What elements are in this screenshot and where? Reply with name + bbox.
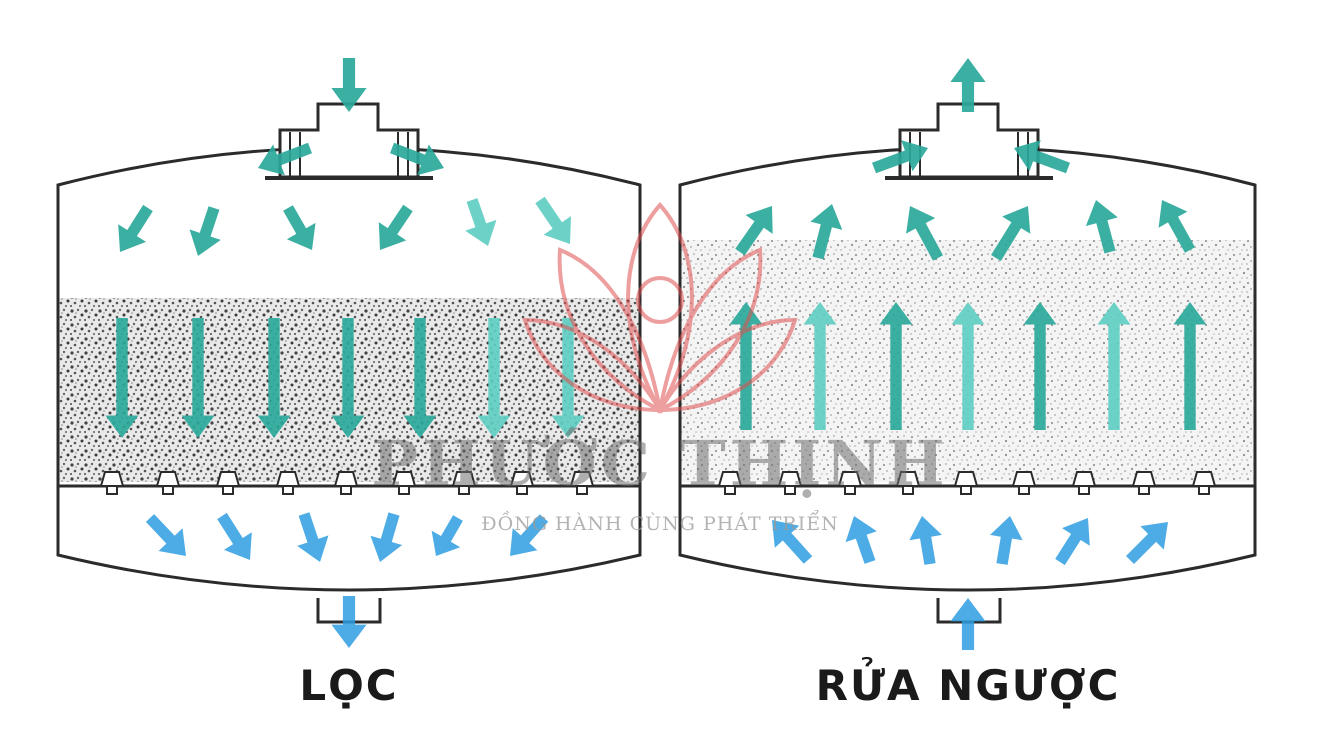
- downflow-arrow: [535, 196, 571, 244]
- filter-tank-body: [56, 146, 642, 592]
- outlet-converge-arrow: [431, 515, 463, 556]
- inlet-spread-arrow: [1126, 522, 1168, 564]
- inlet-spread-arrow: [990, 516, 1023, 565]
- nozzle: [1011, 471, 1037, 495]
- downflow-arrow: [118, 204, 153, 252]
- backwash-nozzles: [717, 471, 1217, 495]
- nozzle: [1131, 471, 1157, 495]
- watermark: PHƯỚC THỊNH ĐỒNG HÀNH CÙNG PHÁT TRIỂN: [371, 201, 948, 535]
- downflow-arrow: [378, 204, 413, 250]
- upflow-arrow: [810, 204, 843, 260]
- media-upflow-arrow: [803, 302, 837, 430]
- nozzle: [509, 471, 535, 495]
- nozzle: [391, 471, 417, 495]
- outlet-converge-arrow: [217, 512, 252, 560]
- filter-label: LỌC: [299, 661, 398, 710]
- collector-arrow: [872, 140, 928, 174]
- outlet-converge-arrow: [145, 514, 186, 556]
- inlet-spread-arrow: [845, 516, 877, 564]
- media-upflow-arrow: [951, 302, 985, 430]
- nozzle: [837, 471, 863, 495]
- inlet-spread-arrow: [772, 520, 813, 564]
- nozzle: [333, 471, 359, 495]
- inlet-spread-arrow: [258, 142, 312, 176]
- nozzle: [895, 471, 921, 495]
- media-upflow-arrow: [1097, 302, 1131, 430]
- outlet-arrow: [950, 58, 986, 112]
- downflow-arrow: [189, 206, 221, 256]
- upflow-arrow: [1158, 200, 1195, 253]
- outlet-converge-arrow: [297, 512, 329, 562]
- nozzle: [99, 471, 125, 495]
- upflow-arrow: [906, 206, 943, 261]
- outlet-converge-arrow: [370, 512, 403, 562]
- collector-arrow: [1014, 140, 1070, 174]
- downflow-arrow: [283, 205, 316, 250]
- nozzle: [1071, 471, 1097, 495]
- filter-nozzles: [99, 471, 595, 495]
- nozzle: [275, 471, 301, 495]
- media-downflow-arrow: [257, 318, 291, 438]
- upflow-arrow: [1085, 200, 1118, 254]
- backwash-label: RỬA NGƯỢC: [816, 656, 1121, 710]
- watermark-slogan: ĐỒNG HÀNH CÙNG PHÁT TRIỂN: [481, 510, 838, 535]
- filter-flow-arrows: [105, 58, 585, 648]
- media-downflow-arrow: [105, 318, 139, 438]
- nozzle: [777, 471, 803, 495]
- inlet-spread-arrow: [909, 516, 942, 565]
- media-upflow-arrow: [1173, 302, 1207, 430]
- watermark-brand: PHƯỚC THỊNH: [371, 427, 948, 500]
- lotus-logo: [522, 201, 798, 415]
- nozzle: [215, 471, 241, 495]
- media-downflow-arrow: [551, 318, 585, 438]
- outlet-converge-arrow: [510, 514, 549, 556]
- inlet-arrow: [331, 58, 367, 112]
- backwash-tank-body: [678, 146, 1257, 592]
- nozzle: [569, 471, 595, 495]
- media-upflow-arrow: [1023, 302, 1057, 430]
- nozzle: [1191, 471, 1217, 495]
- upflow-arrow: [735, 206, 773, 256]
- nozzle: [717, 471, 743, 495]
- inlet-spread-arrow: [390, 142, 444, 176]
- media-downflow-arrow: [477, 318, 511, 438]
- backwash-flow-arrows: [729, 58, 1207, 650]
- media-downflow-arrow: [181, 318, 215, 438]
- inlet-arrow: [950, 598, 986, 650]
- downflow-arrow: [465, 198, 497, 246]
- upflow-arrow: [991, 206, 1031, 261]
- media-downflow-arrow: [331, 318, 365, 438]
- filter-tank: [56, 58, 642, 648]
- backwash-tank: [678, 58, 1257, 650]
- nozzle: [953, 471, 979, 495]
- outlet-arrow: [331, 596, 367, 648]
- media-downflow-arrow: [403, 318, 437, 438]
- inlet-spread-arrow: [1055, 518, 1090, 566]
- nozzle: [155, 471, 181, 495]
- media-upflow-arrow: [729, 302, 763, 430]
- nozzle: [451, 471, 477, 495]
- media-upflow-arrow: [879, 302, 913, 430]
